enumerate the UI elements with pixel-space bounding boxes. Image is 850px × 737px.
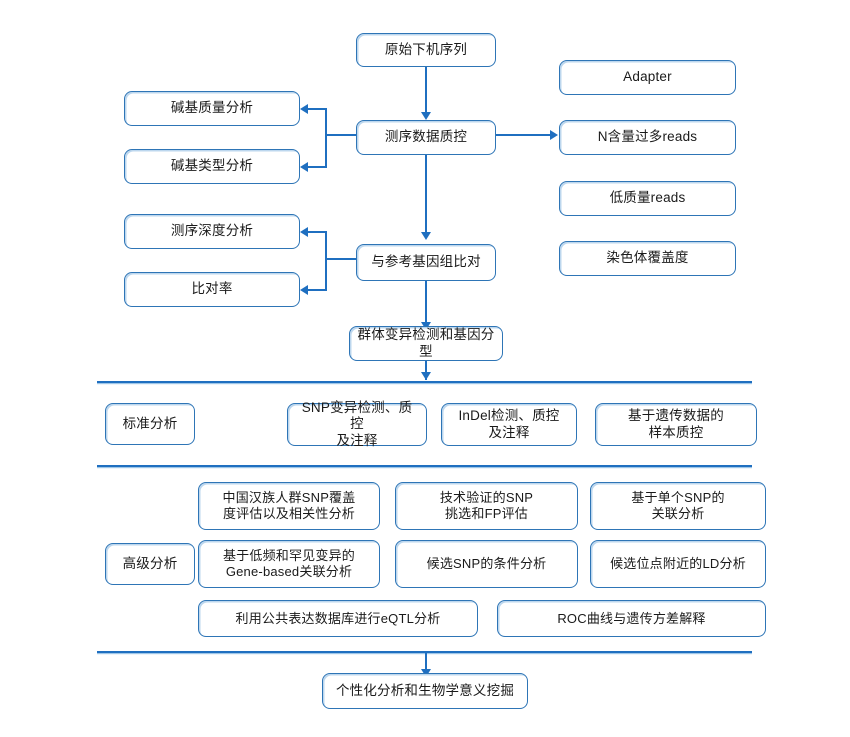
section-label-standard-analysis[interactable]: 标准分析 — [105, 403, 195, 445]
node-han-snp-coverage[interactable]: 中国汉族人群SNP覆盖 度评估以及相关性分析 — [198, 482, 380, 530]
section-label-advanced-analysis-text: 高级分析 — [122, 555, 178, 571]
node-snp-calling-label: SNP变异检测、质控 及注释 — [288, 400, 426, 449]
node-sample-qc[interactable]: 基于遗传数据的 样本质控 — [595, 403, 757, 446]
connector-align-to-depth — [308, 231, 327, 234]
node-indel-calling-label: InDel检测、质控 及注释 — [450, 408, 567, 441]
connector-qc-to-align — [425, 155, 428, 235]
arrowhead-qc-to-align — [420, 232, 431, 240]
arrowhead-mapping-rate — [300, 284, 308, 295]
node-base-quality[interactable]: 碱基质量分析 — [124, 91, 300, 126]
arrowhead-variant-to-sep1 — [420, 372, 431, 380]
node-low-quality-reads-label: 低质量reads — [609, 190, 686, 206]
node-mapping-rate[interactable]: 比对率 — [124, 272, 300, 307]
node-snp-calling[interactable]: SNP变异检测、质控 及注释 — [287, 400, 427, 449]
node-indel-calling[interactable]: InDel检测、质控 及注释 — [441, 403, 577, 446]
node-base-quality-label: 碱基质量分析 — [170, 100, 254, 116]
node-sample-qc-line1: 基于遗传数据的 — [628, 408, 724, 424]
node-adapter-label: Adapter — [623, 69, 672, 85]
node-raw-reads-label: 原始下机序列 — [384, 41, 468, 57]
connector-sep3-to-final — [425, 651, 428, 673]
node-personalized-analysis[interactable]: 个性化分析和生物学意义挖掘 — [322, 673, 528, 709]
connector-qc-to-base-quality — [308, 108, 327, 111]
arrowhead-n-reads — [550, 129, 558, 140]
separator-advanced-analysis — [97, 465, 752, 467]
connector-align-to-variant — [425, 281, 428, 325]
node-chr-coverage[interactable]: 染色体覆盖度 — [559, 241, 736, 276]
node-gene-based-assoc-label: 基于低频和罕见变异的 Gene-based关联分析 — [215, 548, 363, 580]
node-single-snp-assoc-line2: 关联分析 — [651, 506, 705, 521]
node-snp-validation[interactable]: 技术验证的SNP 挑选和FP评估 — [395, 482, 578, 530]
arrowhead-base-type — [300, 161, 308, 172]
node-low-quality-reads[interactable]: 低质量reads — [559, 181, 736, 216]
section-label-advanced-analysis[interactable]: 高级分析 — [105, 543, 195, 585]
node-chr-coverage-label: 染色体覆盖度 — [606, 250, 689, 266]
node-eqtl-analysis[interactable]: 利用公共表达数据库进行eQTL分析 — [198, 600, 478, 637]
connector-qc-to-base-type — [308, 166, 327, 169]
node-depth-label: 测序深度分析 — [170, 223, 254, 239]
node-gene-based-assoc-line1: 基于低频和罕见变异的 — [222, 548, 355, 564]
node-han-snp-coverage-line2: 度评估以及相关性分析 — [222, 506, 355, 521]
node-eqtl-analysis-label: 利用公共表达数据库进行eQTL分析 — [235, 610, 441, 626]
node-gene-based-assoc-line2: Gene-based关联分析 — [225, 564, 353, 579]
section-label-standard-analysis-text: 标准分析 — [122, 415, 178, 431]
separator-final-section — [97, 651, 752, 653]
node-n-rich-reads-label: N含量过多reads — [597, 129, 698, 145]
separator-standard-analysis — [97, 381, 752, 383]
node-adapter[interactable]: Adapter — [559, 60, 736, 95]
node-ld-analysis[interactable]: 候选位点附近的LD分析 — [590, 540, 766, 588]
connector-variant-to-sep1 — [425, 361, 428, 380]
node-snp-validation-label: 技术验证的SNP 挑选和FP评估 — [432, 490, 541, 522]
node-indel-calling-line2: 及注释 — [488, 424, 530, 440]
node-roc-variance[interactable]: ROC曲线与遗传方差解释 — [497, 600, 766, 637]
node-single-snp-assoc-line1: 基于单个SNP的 — [631, 490, 725, 506]
node-han-snp-coverage-line1: 中国汉族人群SNP覆盖 — [222, 490, 356, 506]
node-variant-calling[interactable]: 群体变异检测和基因分型 — [349, 326, 503, 361]
node-snp-validation-line2: 挑选和FP评估 — [444, 506, 528, 521]
node-align-label: 与参考基因组比对 — [371, 254, 481, 270]
node-conditional-analysis-label: 候选SNP的条件分析 — [426, 556, 547, 572]
node-han-snp-coverage-label: 中国汉族人群SNP覆盖 度评估以及相关性分析 — [215, 490, 364, 522]
connector-qc-to-n-reads — [496, 134, 551, 137]
connector-raw-to-qc — [425, 67, 428, 115]
connector-align-left-riser — [325, 231, 328, 291]
node-n-rich-reads[interactable]: N含量过多reads — [559, 120, 736, 155]
node-sample-qc-label: 基于遗传数据的 样本质控 — [620, 408, 732, 441]
node-ld-analysis-label: 候选位点附近的LD分析 — [610, 556, 746, 572]
node-snp-calling-line1: SNP变异检测、质控 — [301, 399, 413, 432]
node-base-type[interactable]: 碱基类型分析 — [124, 149, 300, 184]
connector-qc-left-riser — [325, 108, 328, 167]
node-gene-based-assoc[interactable]: 基于低频和罕见变异的 Gene-based关联分析 — [198, 540, 380, 588]
node-qc[interactable]: 测序数据质控 — [356, 120, 496, 155]
node-single-snp-assoc[interactable]: 基于单个SNP的 关联分析 — [590, 482, 766, 530]
node-personalized-analysis-label: 个性化分析和生物学意义挖掘 — [335, 682, 515, 698]
node-raw-reads[interactable]: 原始下机序列 — [356, 33, 496, 67]
arrowhead-depth — [300, 226, 308, 237]
node-variant-calling-label: 群体变异检测和基因分型 — [357, 327, 495, 359]
node-sample-qc-line2: 样本质控 — [648, 424, 704, 440]
node-snp-calling-line2: 及注释 — [336, 432, 378, 448]
node-single-snp-assoc-label: 基于单个SNP的 关联分析 — [623, 490, 732, 522]
connector-qc-left-stub — [325, 134, 357, 137]
node-indel-calling-line1: InDel检测、质控 — [458, 408, 560, 424]
arrowhead-raw-to-qc — [420, 112, 431, 120]
node-base-type-label: 碱基类型分析 — [170, 158, 254, 174]
connector-align-left-stub — [325, 258, 357, 261]
node-roc-variance-label: ROC曲线与遗传方差解释 — [557, 610, 706, 626]
node-align[interactable]: 与参考基因组比对 — [356, 244, 496, 281]
arrowhead-base-quality — [300, 103, 308, 114]
node-depth[interactable]: 测序深度分析 — [124, 214, 300, 249]
node-conditional-analysis[interactable]: 候选SNP的条件分析 — [395, 540, 578, 588]
node-mapping-rate-label: 比对率 — [191, 281, 233, 297]
node-qc-label: 测序数据质控 — [384, 129, 468, 145]
node-snp-validation-line1: 技术验证的SNP — [439, 490, 534, 506]
connector-align-to-mapping-rate — [308, 289, 327, 292]
